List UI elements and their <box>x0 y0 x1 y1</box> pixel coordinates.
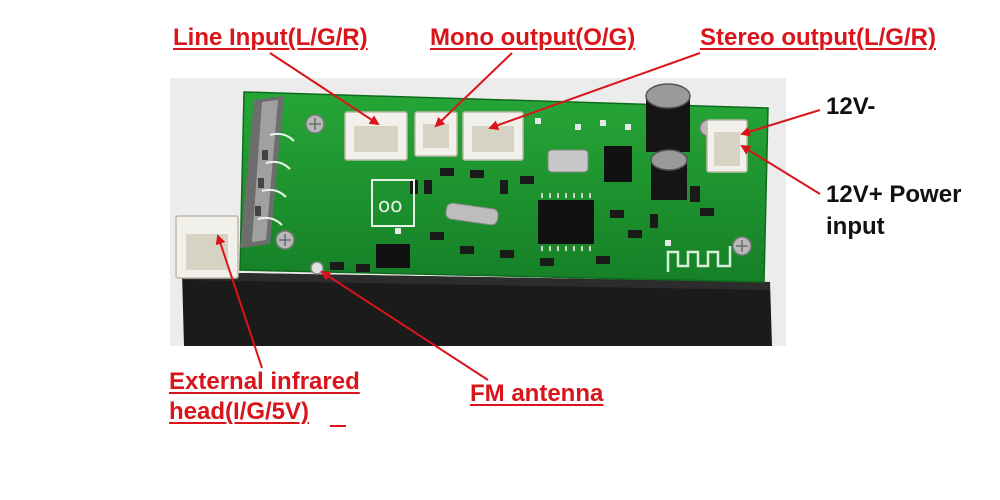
arrow-stereo-output <box>488 52 701 131</box>
arrow-fm-antenna <box>320 270 489 381</box>
label-12v-plus-line2: input <box>826 213 885 240</box>
label-12v-plus-power-input: 12V+ Power input <box>826 179 961 243</box>
bluetooth-antenna-trace <box>666 246 732 272</box>
label-12v-plus-line1: 12V+ Power <box>826 181 962 208</box>
arrow-line-input <box>269 52 380 126</box>
silkscreen-oo: oo <box>378 193 402 217</box>
label-fm-antenna: FM antenna <box>470 380 604 407</box>
arrow-12v-plus <box>740 144 821 195</box>
edge-connector-strip <box>240 96 295 248</box>
black-enclosure <box>182 272 772 346</box>
label-stereo-output: Stereo output(L/G/R) <box>700 24 936 51</box>
silkscreen-logo-box <box>371 179 415 227</box>
arrow-12v-minus <box>740 109 821 137</box>
ic-chips <box>376 146 632 268</box>
label-ir-line1: External infrared <box>169 368 360 395</box>
chip-pins <box>541 193 591 251</box>
label-external-infrared-head: External infrared head(I/G/5V) <box>169 367 360 427</box>
label-mono-output: Mono output(O/G) <box>430 24 636 51</box>
label-12v-minus: 12V- <box>826 93 876 120</box>
annotation-arrows <box>215 52 821 381</box>
capacitors <box>645 83 691 200</box>
smd-components <box>330 168 714 272</box>
pcb-pads <box>395 118 671 246</box>
arrow-external-ir <box>215 234 263 369</box>
fm-antenna-hole <box>310 261 324 275</box>
arrow-mono-output <box>434 52 513 128</box>
label-ir-line2: head(I/G/5V) <box>169 398 310 425</box>
label-line-input: Line Input(L/G/R) <box>173 24 368 51</box>
